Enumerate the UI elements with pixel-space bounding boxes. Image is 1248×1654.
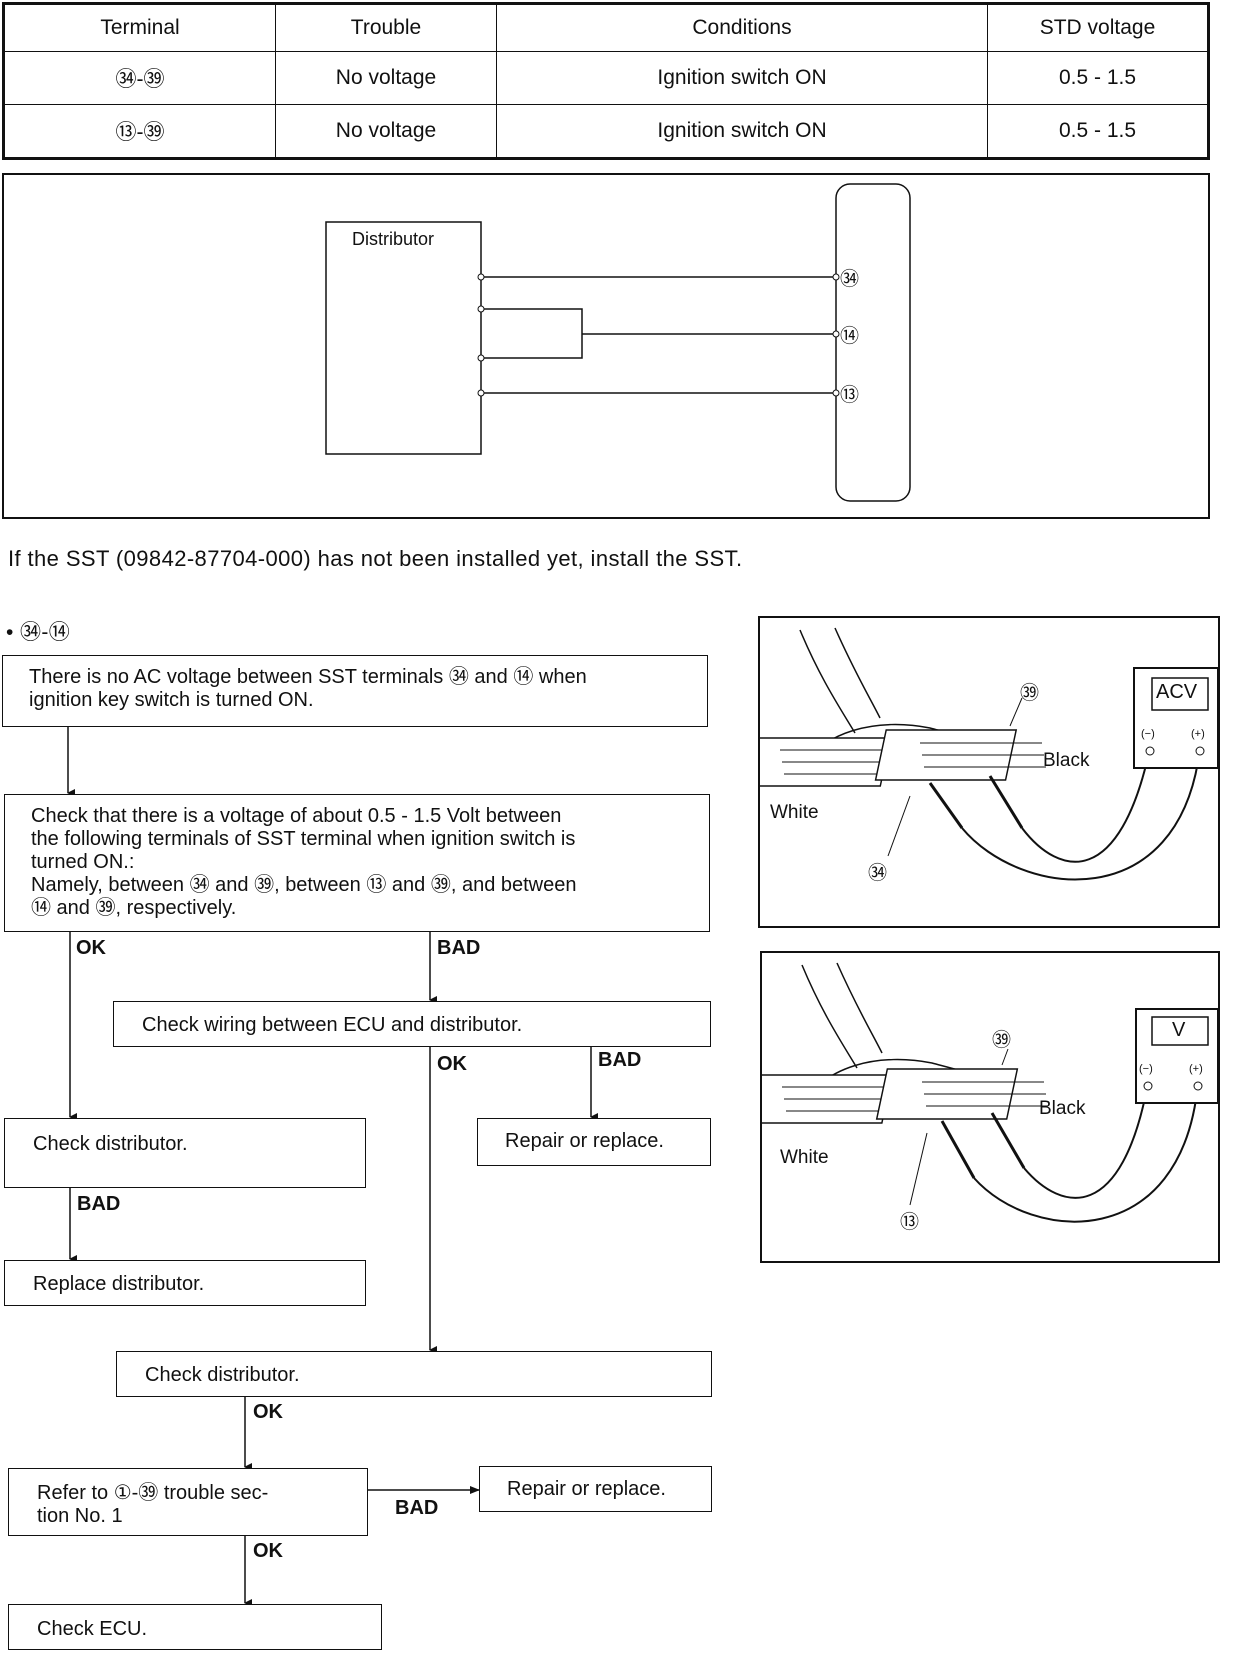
flow-text-line: There is no AC voltage between SST termi…	[29, 666, 587, 688]
cell-terminal: ⑬-㊴	[3, 104, 276, 159]
cell-trouble: No voltage	[275, 51, 497, 105]
flow-text-line: Check that there is a voltage of about 0…	[31, 805, 562, 827]
col-header-std-voltage: STD voltage	[987, 3, 1209, 52]
wiring-diagram: Distributor ㉞ ⑭ ⑬	[2, 173, 1210, 519]
flow-box-check-wiring: Check wiring between ECU and distributor…	[113, 1001, 711, 1047]
cell-std-voltage: 0.5 - 1.5	[987, 51, 1209, 105]
distributor-label: Distributor	[352, 229, 435, 249]
intro-text: If the SST (09842-87704-000) has not bee…	[8, 546, 743, 571]
flow-box-check-ecu: Check ECU.	[8, 1604, 382, 1650]
flowchart-lines	[67, 727, 598, 1607]
flow-box-check-distributor-2: Check distributor.	[116, 1351, 712, 1397]
black-connector-label: Black	[1039, 1098, 1086, 1119]
col-header-trouble: Trouble	[275, 3, 497, 52]
spec-table: Terminal Trouble Conditions STD voltage …	[2, 2, 1210, 160]
connector-meter-drawing	[760, 627, 1219, 881]
cell-trouble: No voltage	[275, 104, 497, 159]
connector-meter-drawing	[762, 962, 1219, 1223]
table-row: ⑬-㊴ No voltage Ignition switch ON 0.5 - …	[3, 104, 1209, 159]
bad-label: BAD	[77, 1193, 121, 1215]
meter-pos-label: (+)	[1189, 1063, 1203, 1075]
cell-std-voltage: 0.5 - 1.5	[987, 104, 1209, 159]
meter-neg-label: (−)	[1141, 728, 1155, 740]
flow-box-refer-to: Refer to ①-㊴ trouble sec- tion No. 1	[8, 1468, 368, 1536]
flow-text-line: Refer to ①-㊴ trouble sec-	[37, 1482, 269, 1504]
pin-39-label: ㊴	[1020, 683, 1040, 704]
terminal-14-label: ⑭	[840, 326, 860, 347]
meter-mode-label: ACV	[1156, 681, 1198, 703]
meter-neg-label: (−)	[1139, 1063, 1153, 1075]
flow-text-line: turned ON.:	[31, 851, 135, 873]
pin-13-label: ⑬	[900, 1212, 920, 1233]
flow-box-replace-distributor: Replace distributor.	[4, 1260, 366, 1306]
flow-box-no-ac-voltage: There is no AC voltage between SST termi…	[2, 655, 708, 727]
ok-label: OK	[437, 1053, 467, 1075]
wiring-lines	[325, 183, 911, 502]
flow-text-line: ignition key switch is turned ON.	[29, 689, 314, 711]
ok-label: OK	[76, 937, 106, 959]
white-connector-label: White	[770, 802, 819, 823]
flow-text-line: ⑭ and ㊴, respectively.	[31, 897, 237, 919]
table-row: ㉞-㊴ No voltage Ignition switch ON 0.5 - …	[3, 51, 1209, 105]
bad-label: BAD	[437, 937, 481, 959]
flow-text-line: the following terminals of SST terminal …	[31, 828, 576, 850]
section-heading: • ㉞-⑭	[6, 621, 71, 644]
terminal-34-label: ㉞	[840, 269, 860, 290]
illustration-acv-measure: ACV (−) (+) Black White ㊴ ㉞	[758, 616, 1220, 928]
flow-text-line: Namely, between ㉞ and ㊴, between ⑬ and ㊴…	[31, 874, 577, 896]
ok-label: OK	[253, 1540, 283, 1562]
white-connector-label: White	[780, 1147, 829, 1168]
bad-label: BAD	[598, 1049, 642, 1071]
meter-pos-label: (+)	[1191, 728, 1205, 740]
terminal-13-label: ⑬	[840, 385, 860, 406]
pin-34-label: ㉞	[868, 863, 888, 884]
table-header-row: Terminal Trouble Conditions STD voltage	[3, 3, 1209, 52]
cell-conditions: Ignition switch ON	[496, 104, 988, 159]
flow-box-repair-replace-2: Repair or replace.	[479, 1466, 712, 1512]
flow-text-line: tion No. 1	[37, 1505, 123, 1527]
bad-label: BAD	[395, 1497, 439, 1519]
flow-box-check-voltage: Check that there is a voltage of about 0…	[4, 794, 710, 932]
black-connector-label: Black	[1043, 750, 1090, 771]
meter-mode-label: V	[1172, 1019, 1186, 1041]
flow-box-repair-replace: Repair or replace.	[477, 1118, 711, 1166]
pin-39-label: ㊴	[992, 1030, 1012, 1051]
ok-label: OK	[253, 1401, 283, 1423]
illustration-v-measure: V (−) (+) Black White ㊴ ⑬	[760, 951, 1220, 1263]
flow-box-check-distributor: Check distributor.	[4, 1118, 366, 1188]
